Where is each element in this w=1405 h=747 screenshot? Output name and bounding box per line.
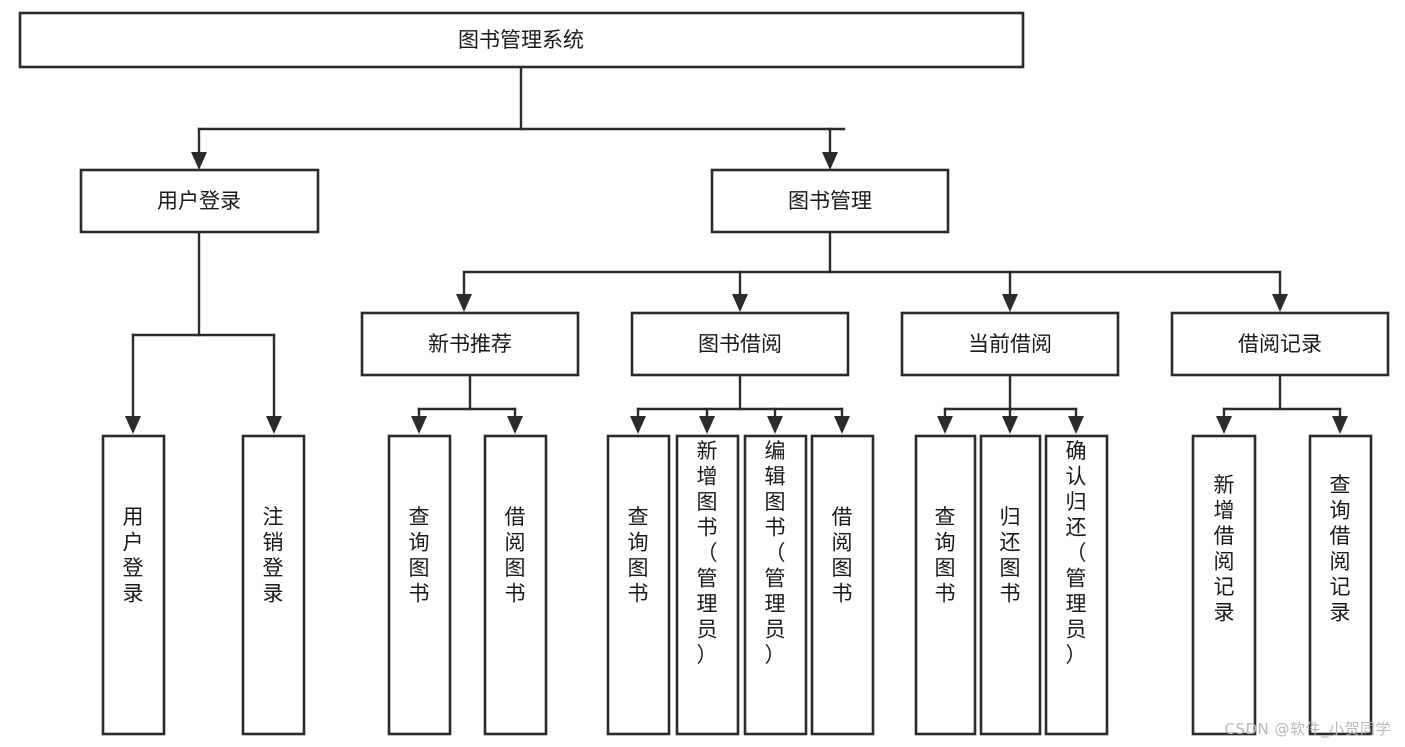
leaf-add-record[interactable]: 新增借阅记录 [1191,434,1257,736]
arrow-leaf-query-record [1332,416,1348,434]
leaf-return-book-box[interactable] [979,434,1042,736]
node-borrow-record[interactable]: 借阅记录 [1170,311,1390,377]
node-root[interactable]: 图书管理系统 [18,11,1025,69]
node-book-borrow-box[interactable] [630,311,850,377]
node-current-borrow-box[interactable] [900,311,1120,377]
arrow-new-book-recommend [456,294,472,312]
leaf-return-book[interactable]: 归还图书 [979,434,1042,736]
leaf-add-book-label: 新增图书（管理员） [697,439,718,667]
leaf-query-book-1-box[interactable] [387,434,452,736]
leaf-user-login[interactable]: 用户登录 [101,434,166,736]
arrow-user-login [191,152,207,170]
leaf-query-book-3-box[interactable] [914,434,977,736]
arrow-leaf-borrow-book-2 [834,416,850,434]
leaf-confirm-return-label: 确认归还（管理员） [1066,439,1087,667]
node-borrow-record-label: 借阅记录 [1238,332,1322,356]
leaf-borrow-book-2[interactable]: 借阅图书 [810,434,875,736]
leaf-add-record-box[interactable] [1191,434,1257,736]
leaf-edit-book-box[interactable] [743,434,808,736]
arrow-leaf-query-book-3 [937,416,953,434]
leaf-return-book-label: 归还图书 [1000,505,1021,606]
leaf-user-logout-label: 注销登录 [263,505,284,606]
node-root-label: 图书管理系统 [458,28,584,52]
node-book-management[interactable]: 图书管理 [710,168,950,234]
leaf-edit-book[interactable]: 编辑图书（管理员） [743,434,808,736]
node-user-login-label: 用户登录 [157,189,241,213]
arrow-current-borrow [1002,294,1018,312]
node-book-borrow[interactable]: 图书借阅 [630,311,850,377]
leaf-query-book-3-label: 查询图书 [935,505,956,606]
watermark: CSDN @软件_小贺同学 [1224,720,1391,738]
node-new-book-recommend-label: 新书推荐 [428,332,512,356]
node-current-borrow-label: 当前借阅 [968,332,1052,356]
node-book-management-box[interactable] [710,168,950,234]
leaf-borrow-book-2-box[interactable] [810,434,875,736]
arrow-leaf-return-book [1002,416,1018,434]
leaf-confirm-return-box[interactable] [1044,434,1109,736]
leaf-user-login-box[interactable] [101,434,166,736]
node-user-login-box[interactable] [79,168,320,234]
leaf-query-book-2[interactable]: 查询图书 [606,434,671,736]
arrow-leaf-confirm-return [1068,416,1084,434]
leaf-query-book-3[interactable]: 查询图书 [914,434,977,736]
leaf-confirm-return[interactable]: 确认归还（管理员） [1044,434,1109,736]
leaf-user-login-label: 用户登录 [123,505,144,606]
leaf-user-logout[interactable]: 注销登录 [241,434,306,736]
leaf-add-book-box[interactable] [675,434,740,736]
leaf-borrow-book-1-label: 借阅图书 [505,505,526,606]
arrow-leaf-add-record [1216,416,1232,434]
leaf-query-book-2-box[interactable] [606,434,671,736]
leaf-query-book-2-label: 查询图书 [628,505,649,606]
leaf-user-logout-box[interactable] [241,434,306,736]
arrow-leaf-query-book-2 [630,416,646,434]
arrow-leaf-add-book [699,416,715,434]
leaf-add-book[interactable]: 新增图书（管理员） [675,434,740,736]
arrow-borrow-record [1272,294,1288,312]
arrow-leaf-user-logout [266,416,282,434]
arrow-book-management [822,152,838,170]
arrow-leaf-query-book-1 [411,416,427,434]
leaf-borrow-book-1[interactable]: 借阅图书 [483,434,548,736]
arrow-leaf-edit-book [767,416,783,434]
node-current-borrow[interactable]: 当前借阅 [900,311,1120,377]
node-borrow-record-box[interactable] [1170,311,1390,377]
leaf-borrow-book-1-box[interactable] [483,434,548,736]
node-user-login[interactable]: 用户登录 [79,168,320,234]
leaf-query-record-box[interactable] [1308,434,1373,736]
node-root-box[interactable] [18,11,1025,69]
leaf-query-record-label: 查询借阅记录 [1330,473,1351,625]
arrow-leaf-borrow-book-1 [507,416,523,434]
edge-layer [125,65,1348,434]
node-new-book-recommend-box[interactable] [360,311,580,377]
leaf-borrow-book-2-label: 借阅图书 [832,505,853,606]
leaf-edit-book-label: 编辑图书（管理员） [765,439,786,667]
arrow-book-borrow [732,294,748,312]
leaf-add-record-label: 新增借阅记录 [1214,473,1235,625]
node-new-book-recommend[interactable]: 新书推荐 [360,311,580,377]
node-book-management-label: 图书管理 [788,189,872,213]
node-book-borrow-label: 图书借阅 [698,332,782,356]
leaf-query-book-1-label: 查询图书 [409,505,430,606]
leaf-query-record[interactable]: 查询借阅记录 [1308,434,1373,736]
leaf-query-book-1[interactable]: 查询图书 [387,434,452,736]
arrow-leaf-user-login [125,416,141,434]
